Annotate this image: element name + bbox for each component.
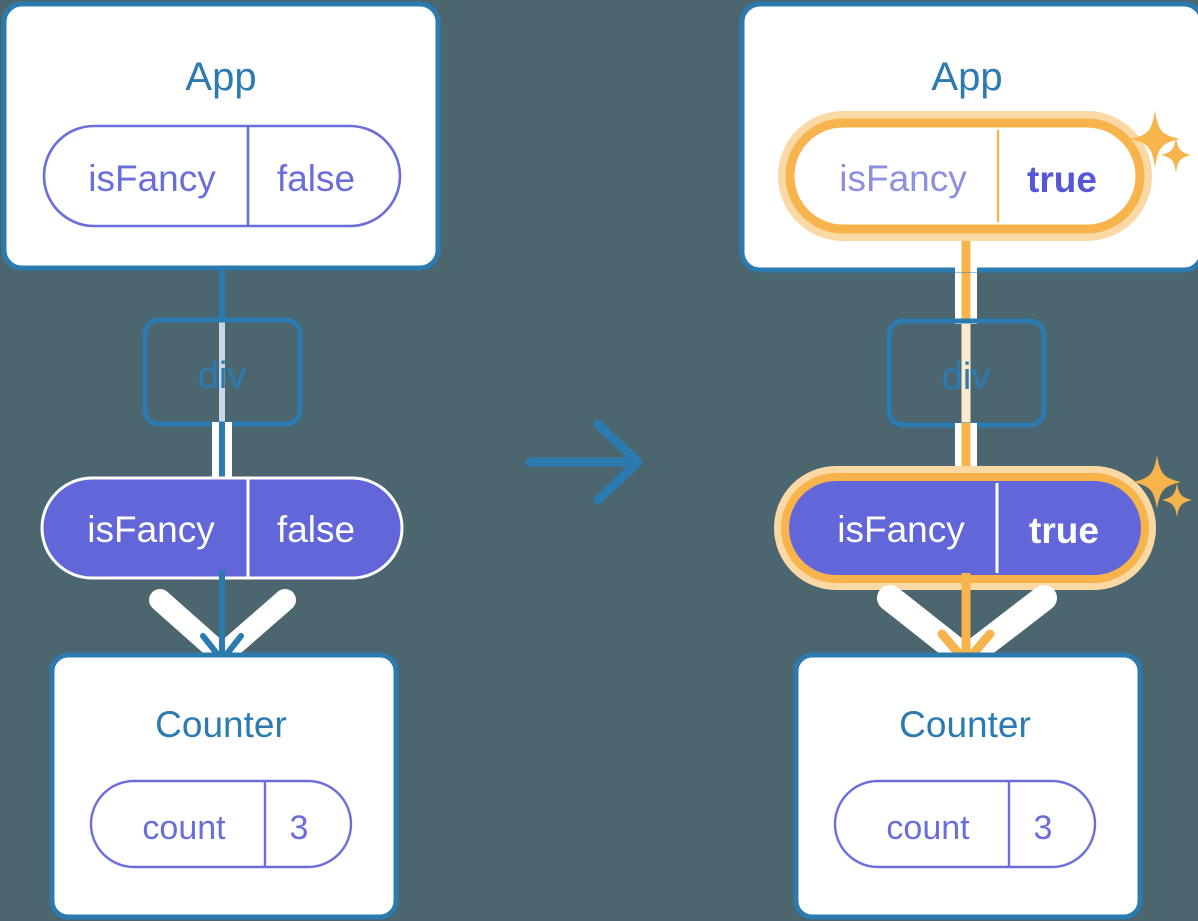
app-state-pill-highlight-ring <box>785 118 1145 234</box>
app-state-pill-value: false <box>277 158 355 199</box>
props-pill-value: true <box>1029 510 1099 551</box>
props-pill: isFancy true <box>774 466 1156 590</box>
sparkle-large-icon <box>1133 455 1181 509</box>
sparkle-small-icon <box>1161 137 1191 173</box>
arrow-right-icon <box>525 419 643 505</box>
counter-state-pill: count 3 <box>833 779 1097 869</box>
props-pill-key: isFancy <box>837 509 965 550</box>
props-pill: isFancy false <box>40 476 404 580</box>
after-panel: App isFancy true div <box>739 1 1198 920</box>
app-state-pill-key: isFancy <box>88 158 216 199</box>
counter-state-pill-value: 3 <box>290 809 309 847</box>
app-card-title: App <box>931 55 1002 99</box>
flow-arrow-to-counter <box>149 570 296 666</box>
flow-arrow-to-counter <box>877 573 1057 671</box>
before-panel: App isFancy false div isFancy <box>1 1 441 920</box>
counter-state-pill-body <box>89 779 353 869</box>
counter-card-title: Counter <box>155 704 287 745</box>
counter-card-title: Counter <box>899 704 1031 745</box>
sparkle-icon-props <box>1133 455 1192 517</box>
counter-state-pill-body <box>833 779 1097 869</box>
app-card-title: App <box>185 55 256 99</box>
counter-state-pill-value: 3 <box>1034 809 1053 847</box>
app-state-pill-body <box>42 124 402 228</box>
sparkle-icon-app <box>1130 110 1191 173</box>
props-pill-key: isFancy <box>87 509 215 550</box>
sparkle-small-icon <box>1162 483 1192 517</box>
counter-state-pill-key: count <box>886 809 970 847</box>
app-state-pill: isFancy false <box>42 124 402 228</box>
div-box-label: div <box>198 355 247 397</box>
app-state-pill-key: isFancy <box>839 158 967 199</box>
app-state-pill-value: true <box>1027 159 1097 200</box>
sparkle-large-icon <box>1130 110 1180 168</box>
props-pill-value: false <box>277 509 355 550</box>
app-state-pill: isFancy true <box>778 111 1152 241</box>
counter-state-pill: count 3 <box>89 779 353 869</box>
div-box-label: div <box>942 356 991 398</box>
counter-state-pill-key: count <box>142 809 226 847</box>
